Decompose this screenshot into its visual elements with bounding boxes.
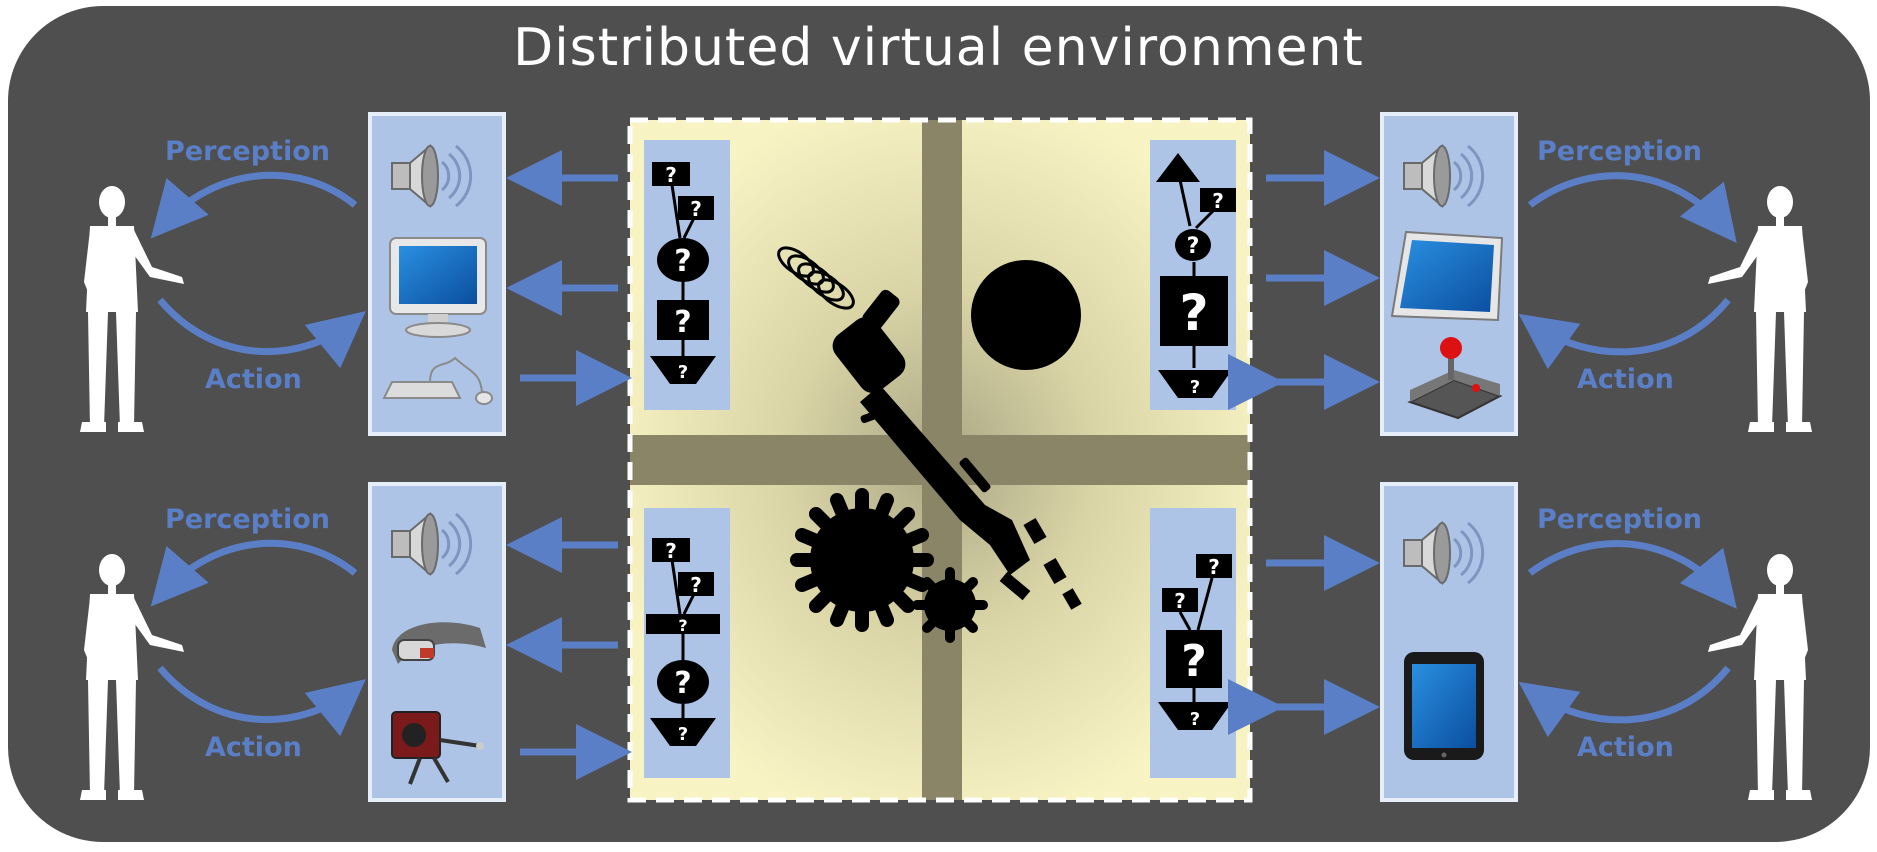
- ball-icon: [971, 260, 1081, 370]
- question-mark: ?: [1181, 636, 1207, 687]
- question-mark: ?: [665, 163, 677, 187]
- spring-icon: [777, 246, 855, 310]
- diagram-title: Distributed virtual environment: [513, 18, 1364, 78]
- question-mark: ?: [1208, 555, 1220, 579]
- question-mark: ?: [1212, 189, 1224, 213]
- connection-arrows: [506, 150, 1380, 780]
- haptic-device-icon: [391, 711, 484, 785]
- question-mark: ?: [674, 244, 691, 279]
- question-mark: ?: [690, 573, 702, 597]
- question-mark: ?: [678, 616, 687, 635]
- action-label: Action: [1577, 732, 1674, 763]
- question-mark: ?: [1187, 234, 1200, 259]
- device-panel-top-left: [368, 112, 506, 436]
- question-mark: ?: [674, 305, 691, 340]
- behavior-tree-bottom-left: ? ? ? ? ?: [646, 538, 720, 746]
- question-mark: ?: [1179, 284, 1208, 342]
- monitor-icon: [389, 237, 487, 338]
- perception-label: Perception: [165, 504, 330, 535]
- perception-label: Perception: [1537, 504, 1702, 535]
- perception-label: Perception: [1537, 136, 1702, 167]
- behavior-tree-top-right: ? ? ? ?: [1156, 153, 1236, 398]
- device-panel-bottom-left: [368, 482, 506, 802]
- interaction-loops: [150, 171, 1737, 738]
- question-mark: ?: [690, 197, 702, 221]
- gears-icon: [790, 488, 988, 643]
- behavior-tree-top-left: ? ? ? ? ?: [650, 162, 716, 384]
- device-panel-top-right: [1380, 112, 1518, 436]
- action-label: Action: [1577, 364, 1674, 395]
- question-mark: ?: [1190, 709, 1200, 730]
- question-mark: ?: [665, 539, 677, 563]
- lever-object-icon: [832, 289, 1082, 610]
- keyboard-mouse-icon: [382, 356, 493, 405]
- device-panel-bottom-right: [1380, 482, 1518, 802]
- action-label: Action: [205, 732, 302, 763]
- question-mark: ?: [1190, 377, 1200, 398]
- question-mark: ?: [674, 666, 691, 701]
- tablet-icon: [1404, 652, 1484, 760]
- question-mark: ?: [1174, 589, 1186, 613]
- virtual-environment: ? ? ? ? ? ? ? ? ? ?: [627, 117, 1253, 803]
- joystick-icon: [1407, 337, 1503, 420]
- perception-label: Perception: [165, 136, 330, 167]
- question-mark: ?: [678, 362, 688, 383]
- behavior-tree-bottom-right: ? ? ? ?: [1158, 554, 1232, 730]
- head-mounted-display-icon: [392, 622, 486, 664]
- display-panel-icon: [1390, 230, 1504, 322]
- question-mark: ?: [678, 724, 688, 745]
- action-label: Action: [205, 364, 302, 395]
